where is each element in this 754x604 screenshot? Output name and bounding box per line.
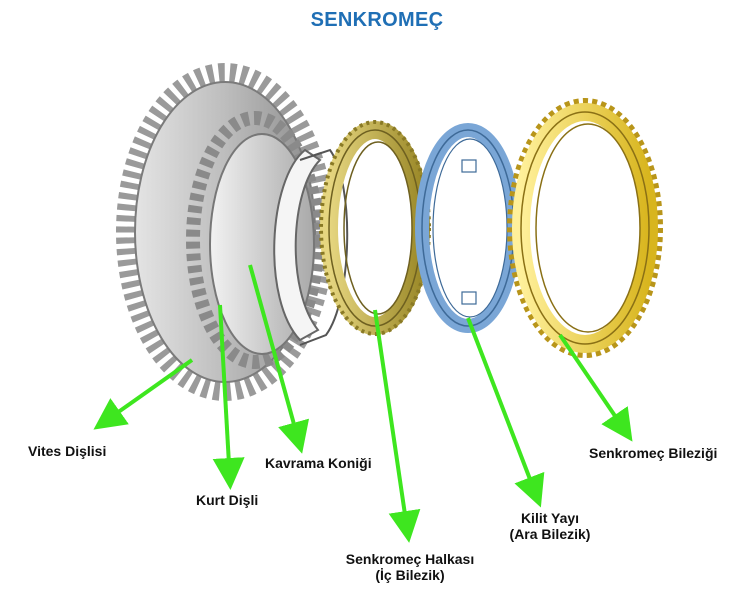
- synchro-ring-part: [319, 120, 431, 336]
- label-kilit-yayi-line1: Kilit Yayı: [520, 510, 580, 526]
- label-kilit-yayi: Kilit Yayı (Ara Bilezik): [490, 510, 610, 542]
- label-ara-bilezik: (Ara Bilezik): [509, 526, 591, 542]
- label-senkromec-halkasi: Senkromeç Halkası (İç Bilezik): [335, 551, 485, 583]
- gear-part: [116, 63, 349, 401]
- callout-arrows: [93, 264, 633, 543]
- arrow-kavrama-konigi: [248, 264, 310, 454]
- label-senkromec-halkasi-line1: Senkromeç Halkası: [345, 551, 475, 567]
- label-kurt-disli: Kurt Dişli: [196, 492, 259, 508]
- arrow-senkromec-halkasi: [373, 309, 421, 543]
- lock-spring-part: [415, 123, 521, 333]
- label-ic-bilezik: (İç Bilezik): [375, 567, 445, 583]
- arrow-kilit-yayi: [466, 317, 545, 508]
- synchro-sleeve-part: [507, 98, 663, 358]
- label-senkromec-bilezigi: Senkromeç Bileziği: [589, 445, 718, 461]
- arrow-senkromec-bilezigi: [558, 333, 633, 442]
- diagram-title: SENKROMEÇ: [310, 9, 444, 31]
- label-vites-dislisi: Vites Dişlisi: [28, 443, 107, 459]
- arrow-kurt-disli: [212, 304, 245, 490]
- arrow-vites-dislisi: [93, 358, 194, 430]
- label-kavrama-konigi: Kavrama Koniği: [265, 455, 372, 471]
